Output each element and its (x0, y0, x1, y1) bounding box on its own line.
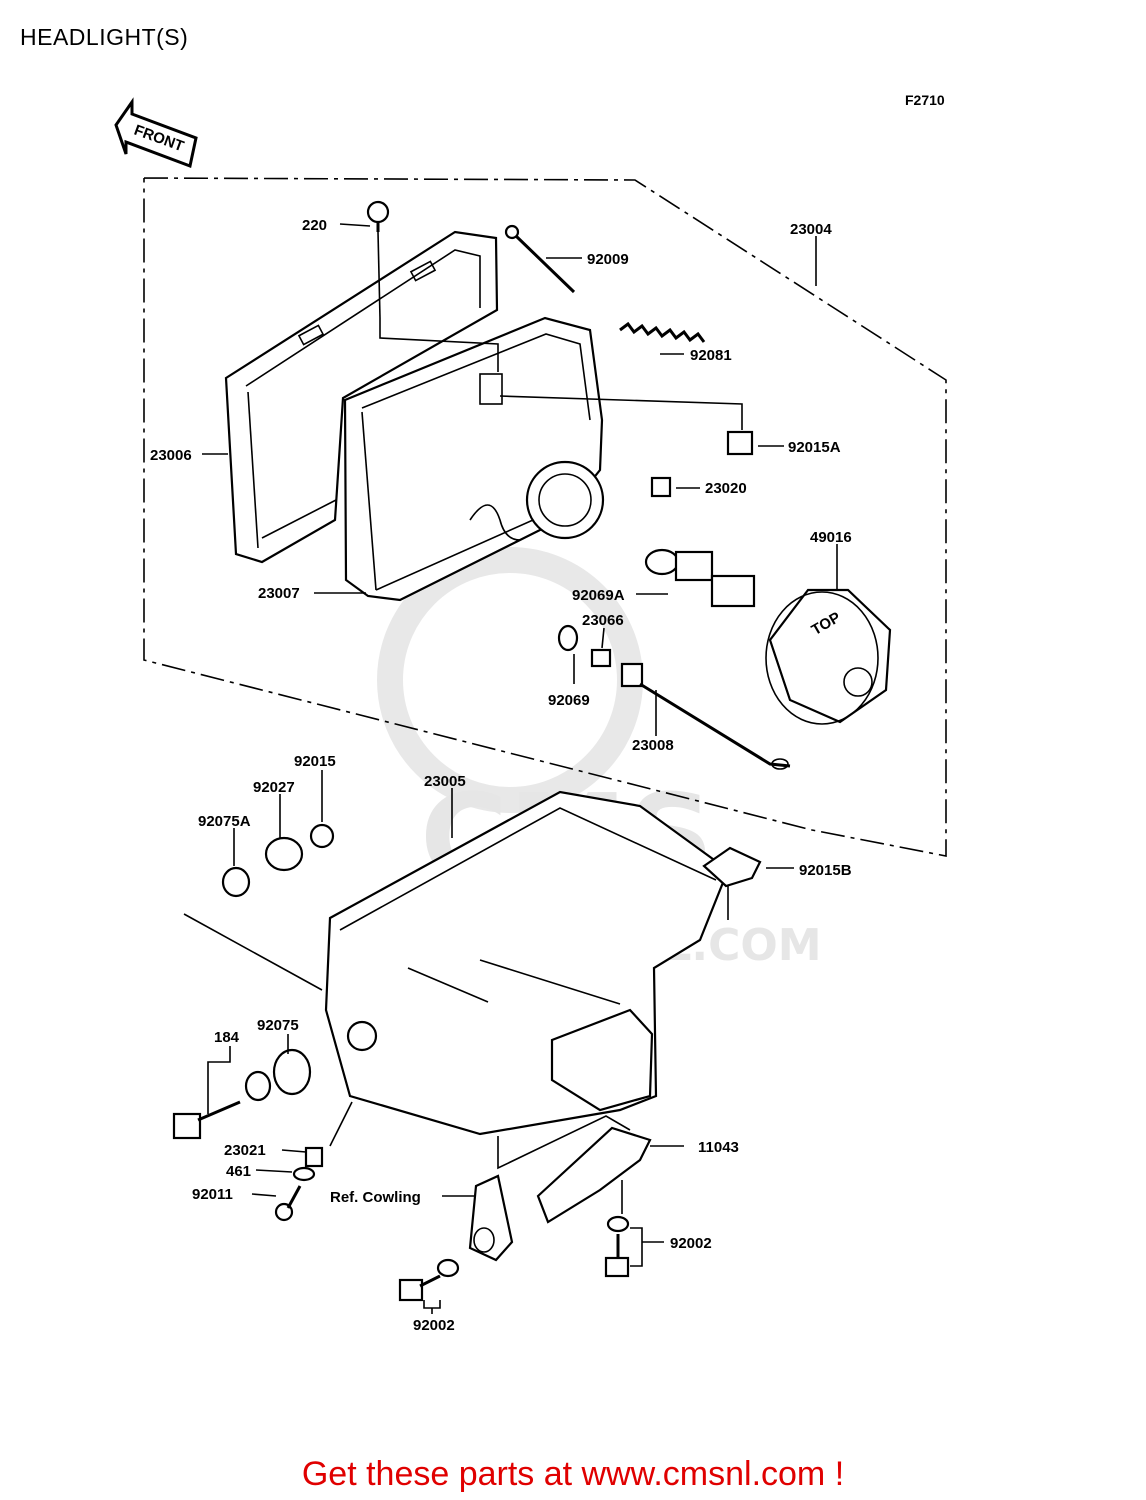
nut-23021-shape (304, 1146, 324, 1168)
spring-92081-shape (619, 321, 706, 343)
part-label-23021: 23021 (224, 1142, 266, 1159)
part-label-23007: 23007 (258, 585, 300, 602)
bolt-92002-left-shape (398, 1258, 460, 1302)
nut-92015A-shape (726, 430, 754, 456)
part-label-92027: 92027 (253, 779, 295, 796)
part-label-23006: 23006 (150, 447, 192, 464)
page-title: HEADLIGHT(S) (20, 24, 189, 50)
wire-harness-23008-shape (620, 662, 791, 770)
assembly-boundary-23004 (143, 177, 947, 857)
leader-lines (202, 223, 838, 1314)
part-label-23005: 23005 (424, 773, 466, 790)
bulb-92069A-shape (644, 548, 756, 608)
part-label-92009: 92009 (587, 251, 629, 268)
part-label-92075: 92075 (257, 1017, 299, 1034)
screw-92009-shape (504, 224, 576, 294)
part-label-92011: 92011 (192, 1186, 233, 1203)
sealed-beam-23007-shape (343, 316, 605, 602)
part-label-92069A: 92069A (572, 587, 625, 604)
dust-cover-49016-shape: TOP (765, 588, 892, 725)
grommet-92075-shape (272, 1048, 312, 1096)
nut-23020-shape (650, 476, 672, 498)
part-label-92081: 92081 (690, 347, 732, 364)
part-label-220: 220 (302, 217, 327, 234)
pilot-bulb-92069-shape (557, 624, 579, 652)
screw-92011-shape (274, 1185, 302, 1222)
washer-461-shape (292, 1166, 316, 1182)
bracket-11043-shape (536, 1126, 652, 1224)
bolt-184-shape (172, 1100, 241, 1140)
part-label-92075A: 92075A (198, 813, 251, 830)
part-label-92015A: 92015A (788, 439, 841, 456)
part-label-11043: 11043 (698, 1139, 739, 1156)
footer-promo-text: Get these parts at www.cmsnl.com ! (301, 1455, 845, 1493)
figure-code: F2710 (905, 92, 945, 108)
screw-220-shape (366, 200, 390, 232)
collar-92027-shape (264, 836, 304, 872)
part-label-92002-right: 92002 (670, 1235, 712, 1252)
part-label-ref-cowling: Ref. Cowling (330, 1189, 421, 1206)
part-labels: 220 92009 23004 92081 23006 92015A 23020… (150, 217, 852, 1334)
front-arrow: FRONT (114, 97, 198, 169)
part-label-49016: 49016 (810, 529, 852, 546)
part-label-23004: 23004 (790, 221, 832, 238)
part-label-92015B: 92015B (799, 862, 852, 879)
bulb-socket-23066-shape (590, 648, 612, 668)
part-label-92002-left: 92002 (413, 1317, 455, 1334)
part-label-23066: 23066 (582, 612, 624, 629)
washer-92075A-shape (221, 866, 251, 898)
part-label-92069: 92069 (548, 692, 590, 709)
bolt-92002-right-shape (604, 1215, 630, 1278)
part-label-92015: 92015 (294, 753, 336, 770)
part-label-23020: 23020 (705, 480, 747, 497)
cowling-bracket-shape (468, 1174, 514, 1262)
headlight-rim-23006-shape (224, 230, 499, 564)
headlight-housing-23005-shape (324, 790, 730, 1136)
part-label-461: 461 (226, 1163, 251, 1180)
washer-184-shape (244, 1070, 272, 1102)
part-label-184: 184 (214, 1029, 240, 1046)
nut-92015B-shape (702, 846, 762, 888)
part-label-23008: 23008 (632, 737, 674, 754)
nut-92015-shape (309, 823, 335, 849)
